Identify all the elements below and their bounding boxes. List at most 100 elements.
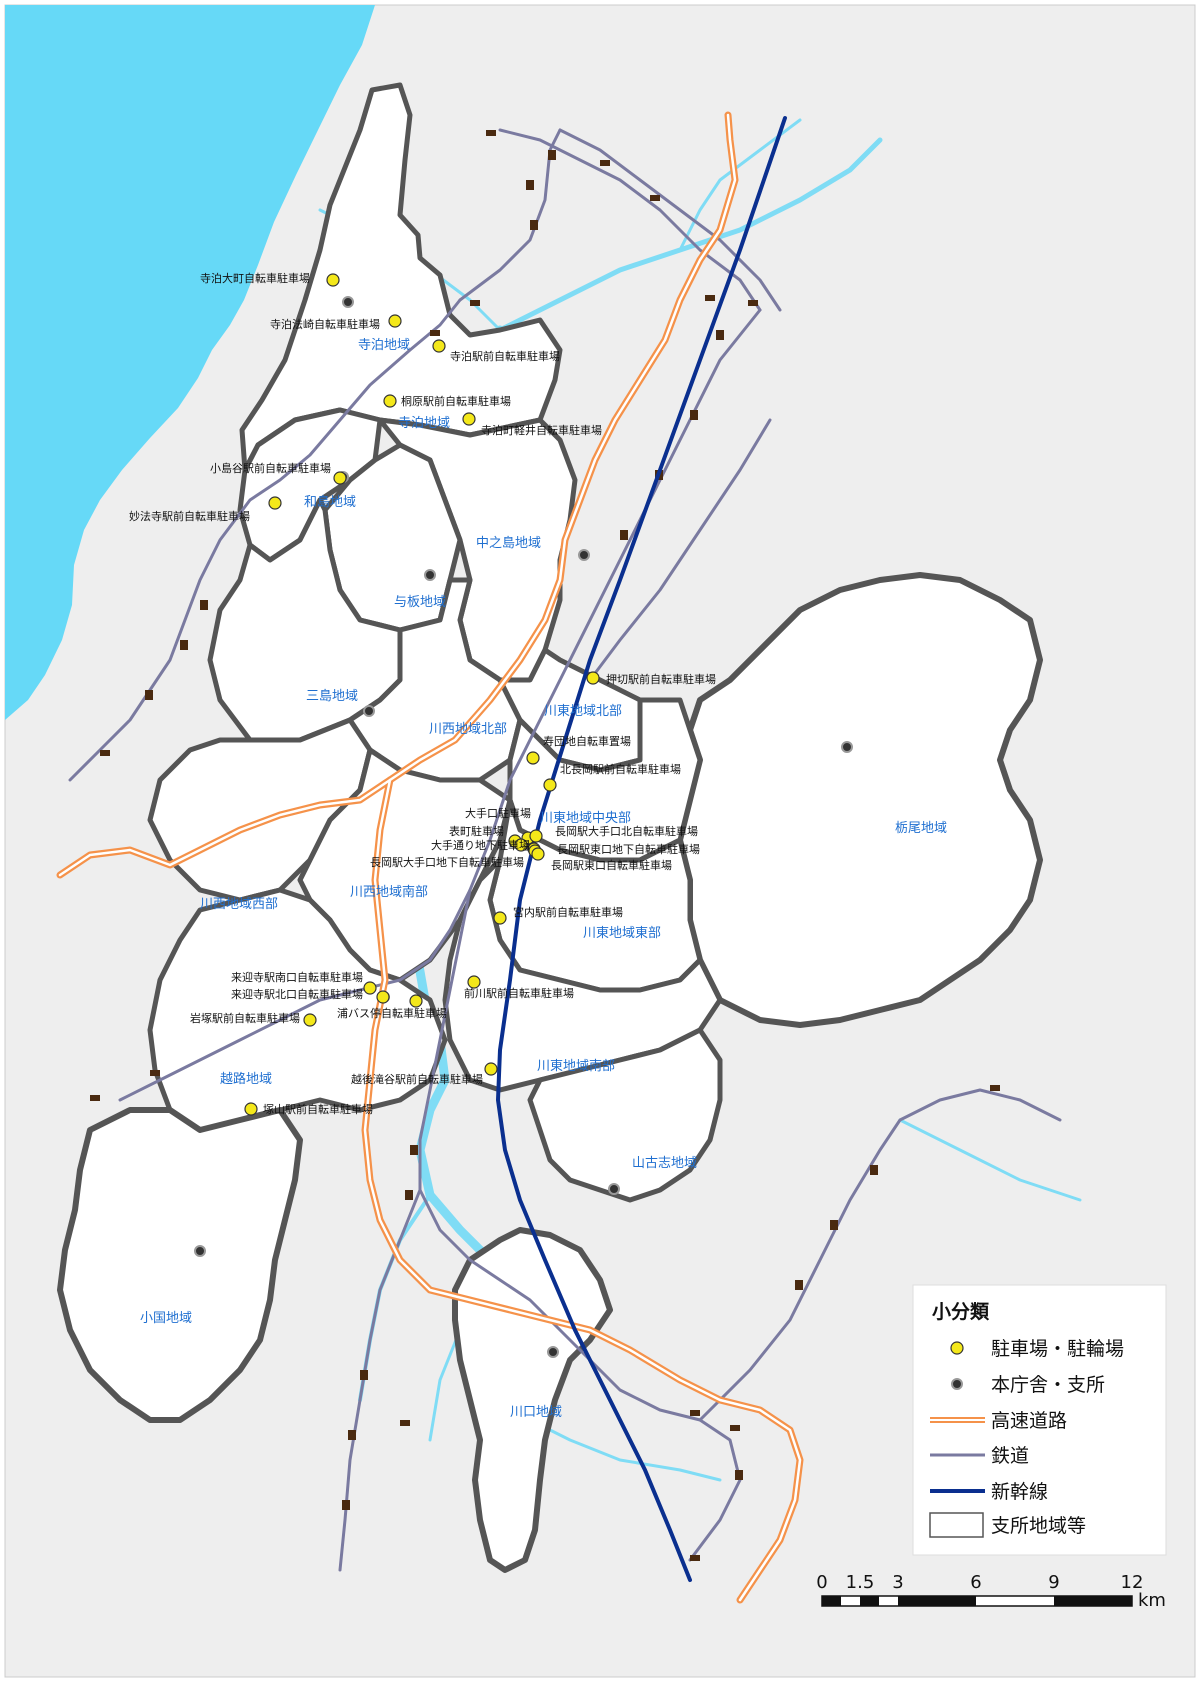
railway-tochio-line (588, 418, 772, 682)
legend-item-label: 新幹線 (991, 1481, 1048, 1503)
expressway-hokuriku-center (58, 113, 737, 877)
legend: 小分類 駐車場・駐輪場 本庁舎・支所 高速道路 鉄道 新幹線 支所地域等 (912, 1284, 1167, 1556)
legend-item-label: 本庁舎・支所 (991, 1374, 1105, 1396)
scale-segment (822, 1596, 841, 1606)
district-label: 川西地域西部 (200, 897, 278, 912)
station-tick (342, 1500, 350, 1510)
parking-dot-icon (531, 847, 545, 861)
parking-labels: 寺泊大町自転車駐車場 寺泊法崎自転車駐車場 寺泊駅前自転車駐車場 桐原駅前自転車… (129, 271, 716, 1116)
station-tick (548, 150, 556, 160)
parking-dot-icon (484, 1062, 498, 1076)
yellow-dot-icon (950, 1341, 964, 1355)
expressways (56, 111, 804, 1604)
station-tick (360, 1370, 368, 1380)
scale-tick-label: 9 (1048, 1572, 1059, 1593)
map-frame (4, 4, 1196, 1678)
parking-dot-icon (526, 751, 540, 765)
district-label: 寺泊地域 (358, 338, 410, 353)
parking-label: 長岡駅東口自転車駐車場 (551, 858, 672, 872)
station-tick (870, 1165, 878, 1175)
district-labels: 寺泊地域 寺泊地域 和島地域 中之島地域 与板地域 三島地域 川西地域北部 川東… (140, 338, 947, 1420)
parking-dot-icon (432, 339, 446, 353)
district-label: 山古志地域 (632, 1156, 697, 1171)
district-label: 中之島地域 (476, 536, 541, 551)
parking-label: 大手通り地下駐車場 (431, 838, 530, 852)
parking-dot-icon (333, 471, 347, 485)
parking-dot-icon (268, 496, 282, 510)
scale-segment (860, 1596, 879, 1606)
station-tick (348, 1430, 356, 1440)
parking-label: 小島谷駅前自転車駐車場 (210, 461, 331, 475)
district-label: 川東地域中央部 (540, 810, 631, 826)
station-tick (530, 220, 538, 230)
station-tick (620, 530, 628, 540)
parking-dot-icon (586, 671, 600, 685)
station-tick (150, 1070, 160, 1076)
parking-label: 来迎寺駅北口自転車駐車場 (231, 987, 363, 1001)
parking-dot-icon (383, 394, 397, 408)
district-label: 川東地域南部 (537, 1058, 615, 1074)
station-tick (145, 690, 153, 700)
scale-tick-label: 6 (970, 1572, 981, 1593)
parking-label: 寺泊法崎自転車駐車場 (270, 317, 380, 331)
railway-joetsu (418, 888, 742, 1562)
parking-dot-icon (388, 314, 402, 328)
district-label: 川東地域北部 (544, 703, 622, 719)
district-label: 和島地域 (304, 495, 356, 510)
parking-label: 寺泊駅前自転車駐車場 (450, 349, 560, 363)
station-tick (650, 195, 660, 201)
district-label: 寺泊地域 (398, 416, 450, 431)
station-tick (405, 1190, 413, 1200)
scale-tick-label: 3 (892, 1572, 903, 1593)
scale-bar: 0 1.5 3 6 9 12 km (816, 1572, 1166, 1611)
area-yamakoshi (527, 1027, 723, 1203)
station-tick (716, 330, 724, 340)
office-dot-icon (951, 1378, 963, 1390)
station-tick (990, 1085, 1000, 1091)
parking-dot-icon (467, 975, 481, 989)
area-box-icon (929, 1512, 984, 1538)
station-tick (735, 1470, 743, 1480)
parking-label: 宮内駅前自転車駐車場 (513, 905, 623, 919)
parking-dot-icon (409, 994, 423, 1008)
station-tick (486, 130, 496, 136)
legend-item-label: 駐車場・駐輪場 (991, 1338, 1124, 1360)
station-tick (200, 600, 208, 610)
river-east-1 (678, 118, 802, 252)
river-south-2 (528, 1418, 722, 1482)
office-dot-icon (547, 1346, 559, 1358)
parking-markers[interactable] (244, 273, 600, 1116)
station-tick (795, 1280, 803, 1290)
parking-label: 来迎寺駅南口自転車駐車場 (231, 970, 363, 984)
sea-japan-sea (5, 5, 375, 720)
parking-label: 押切駅前自転車駐車場 (606, 672, 716, 686)
district-label: 三島地域 (306, 689, 358, 704)
station-tick (600, 160, 610, 166)
district-label: 川西地域北部 (429, 722, 507, 737)
railway-shinetsu-north (498, 128, 762, 312)
station-tick (730, 1425, 740, 1431)
station-tick (705, 295, 715, 301)
scale-tick-label: 12 (1121, 1572, 1144, 1593)
parking-label: 大手口駐車場 (465, 806, 531, 820)
area-kawahigashi-south (442, 857, 723, 1093)
parking-label: 北長岡駅前自転車駐車場 (560, 762, 681, 776)
parking-label: 塚山駅前自転車駐車場 (263, 1102, 373, 1116)
legend-title: 小分類 (932, 1301, 990, 1323)
station-tick (690, 1410, 700, 1416)
parking-dot-icon (462, 412, 476, 426)
parking-dot-icon (514, 838, 528, 852)
station-tick (470, 300, 480, 306)
station-tick (180, 640, 188, 650)
parking-dot-icon (326, 273, 340, 287)
parking-label: 長岡駅東口地下自転車駐車場 (557, 842, 700, 856)
station-tick (830, 1220, 838, 1230)
parking-label: 妙法寺駅前自転車駐車場 (129, 509, 250, 523)
parking-dot-icon (543, 778, 557, 792)
parking-label: 長岡駅大手口地下自転車駐車場 (370, 855, 524, 869)
parking-label: 長岡駅大手口北自転車駐車場 (555, 824, 698, 838)
district-areas (57, 82, 1043, 1573)
parking-label: 寺泊大町自転車駐車場 (200, 271, 310, 285)
parking-label: 寺泊町軽井自転車駐車場 (481, 423, 602, 437)
